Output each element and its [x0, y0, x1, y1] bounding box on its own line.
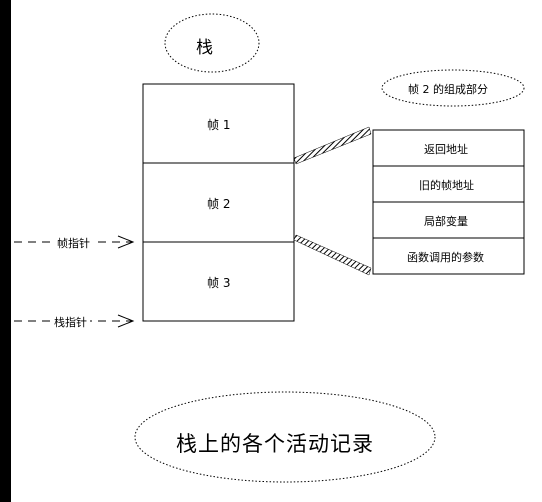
caption: 栈上的各个活动记录	[176, 432, 374, 456]
frame-1-box	[142, 83, 295, 164]
part-3-box	[372, 201, 525, 239]
part-2-box	[372, 165, 525, 203]
part-1-box	[372, 129, 525, 167]
frame-pointer-label: 帧指针	[54, 235, 93, 251]
stack-pointer-label: 栈指针	[51, 314, 90, 330]
frame-2-box	[142, 162, 295, 243]
lower-connector-hatch	[293, 234, 372, 276]
parts-title-ellipse	[381, 69, 525, 107]
part-old-frame-address: 旧的帧地址	[419, 179, 474, 192]
part-call-arguments: 函数调用的参数	[407, 251, 484, 264]
part-local-variables: 局部变量	[424, 215, 468, 228]
frame-2-label: 帧 2	[207, 197, 231, 211]
parts-title: 帧 2 的组成部分	[408, 83, 488, 96]
frame-parts-table	[372, 129, 525, 275]
frame-3-label: 帧 3	[207, 276, 231, 290]
upper-connector-hatch	[293, 126, 372, 165]
stack-title: 栈	[196, 38, 213, 58]
frame-1-label: 帧 1	[207, 118, 231, 132]
stack-title-ellipse	[164, 13, 260, 73]
stack-frames	[142, 83, 295, 322]
part-4-box	[372, 237, 525, 275]
left-edge-bar	[0, 0, 11, 502]
frame-3-box	[142, 241, 295, 322]
caption-ellipse	[134, 391, 436, 483]
part-return-address: 返回地址	[424, 143, 468, 156]
